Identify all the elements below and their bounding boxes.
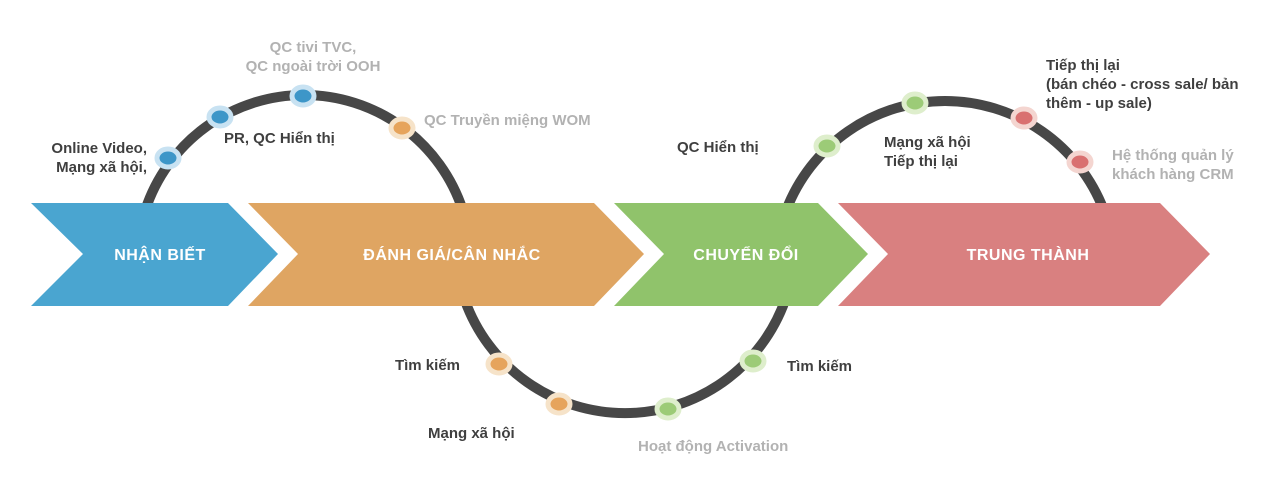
touchpoint-label-mang-xa-hoi-1: Mạng xã hội xyxy=(428,425,515,442)
stage-arrows: NHẬN BIẾT ĐÁNH GIÁ/CÂN NHẮC CHUYỂN ĐỔI T… xyxy=(31,203,1210,306)
touchpoint-label-pr-qc-hien-thi: PR, QC Hiển thị xyxy=(224,130,335,147)
dot-tiep-thi-lai xyxy=(1010,106,1038,130)
dot-qc-tivi-tvc xyxy=(289,84,317,108)
dot-qc-truyen-mieng-wom xyxy=(388,116,416,140)
dot-mang-xa-hoi-1 xyxy=(545,392,573,416)
touchpoint-label-tiep-thi-lai: Tiếp thị lại (bán chéo - cross sale/ bản… xyxy=(1046,57,1239,112)
dot-qc-hien-thi-2 xyxy=(813,134,841,158)
stage-label-nhan-biet: NHẬN BIẾT xyxy=(114,245,206,264)
stage-arrow-chuyen-doi xyxy=(614,203,868,306)
dot-hoat-dong-activation xyxy=(654,397,682,421)
dot-online-video xyxy=(154,146,182,170)
stage-arrow-nhan-biet xyxy=(31,203,278,306)
journey-arc-bottom xyxy=(460,298,790,419)
touchpoint-label-online-video: Online Video, Mạng xã hội, xyxy=(51,140,147,176)
touchpoint-label-qc-truyen-mieng-wom: QC Truyền miệng WOM xyxy=(424,112,591,129)
dot-tim-kiem-1 xyxy=(485,352,513,376)
stage-label-chuyen-doi: CHUYỂN ĐỔI xyxy=(693,245,798,264)
dot-mang-xa-hoi-2 xyxy=(901,91,929,115)
journey-arc-left xyxy=(140,90,468,212)
stage-label-danh-gia-can-nhac: ĐÁNH GIÁ/CÂN NHẮC xyxy=(363,245,540,264)
stage-label-trung-thanh: TRUNG THÀNH xyxy=(967,245,1090,264)
touchpoint-dots xyxy=(154,84,1094,421)
touchpoint-label-qc-hien-thi-2: QC Hiển thị xyxy=(677,139,759,156)
stage-arrow-trung-thanh xyxy=(838,203,1210,306)
touchpoint-label-mang-xa-hoi-2: Mạng xã hội Tiếp thị lại xyxy=(884,134,971,170)
touchpoint-label-qc-tivi-tvc: QC tivi TVC, QC ngoài trời OOH xyxy=(245,39,381,75)
touchpoint-label-hoat-dong-activation: Hoạt động Activation xyxy=(638,438,789,455)
dot-pr-qc-hien-thi xyxy=(206,105,234,129)
touchpoint-label-tim-kiem-2: Tìm kiếm xyxy=(787,358,853,375)
dot-tim-kiem-2 xyxy=(739,349,767,373)
dot-he-thong-crm xyxy=(1066,150,1094,174)
touchpoint-label-he-thong-crm: Hệ thống quản lý khách hàng CRM xyxy=(1112,147,1234,183)
touchpoint-label-tim-kiem-1: Tìm kiếm xyxy=(394,357,460,374)
stage-arrow-danh-gia-can-nhac xyxy=(248,203,644,306)
